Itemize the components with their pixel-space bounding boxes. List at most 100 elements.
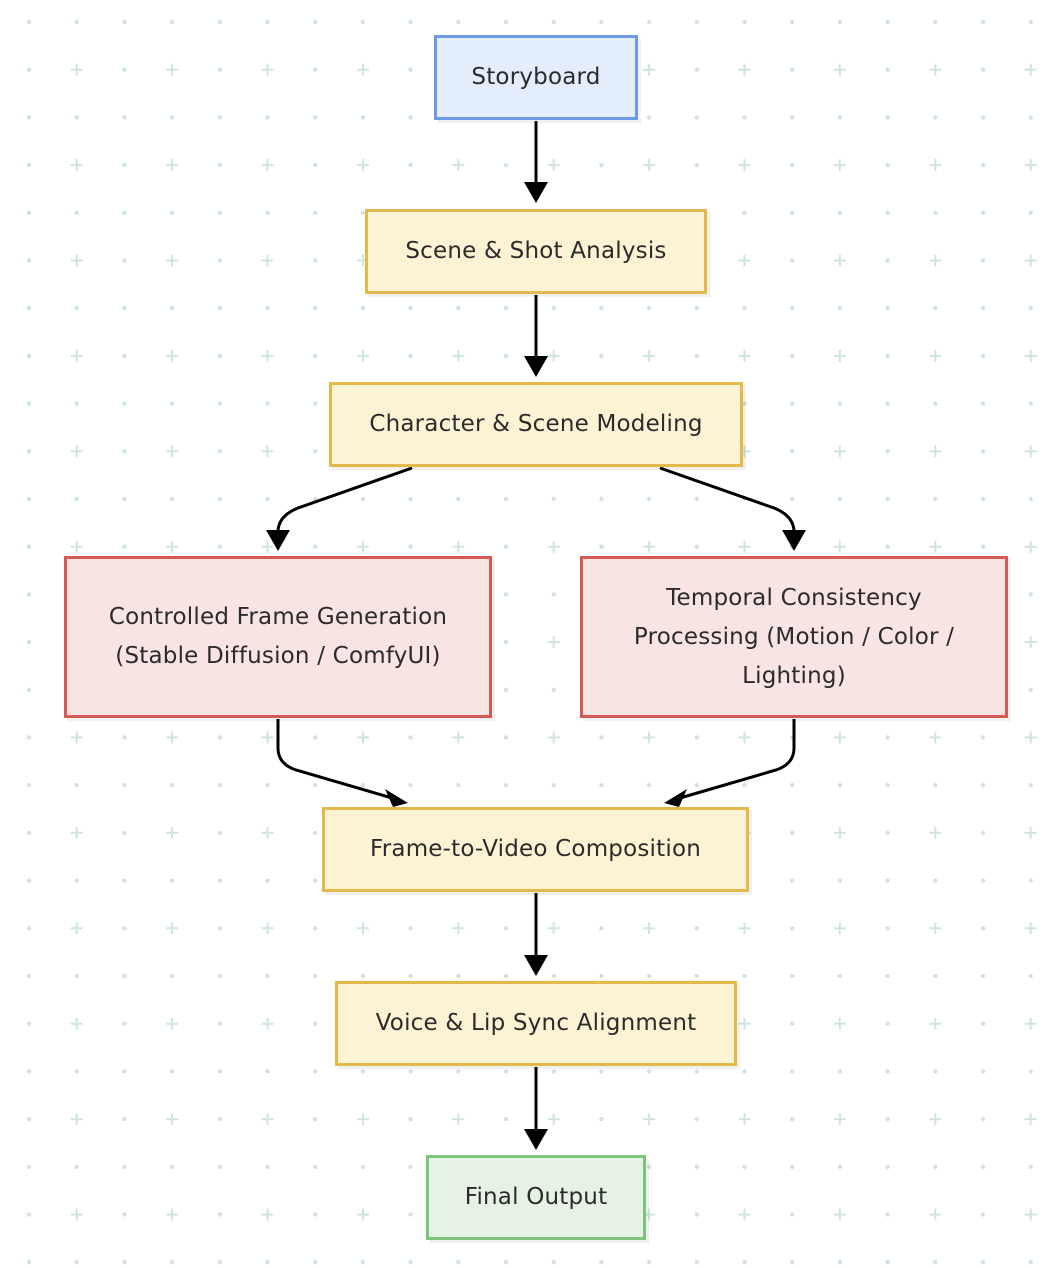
- grid-dot: [122, 449, 127, 454]
- grid-dot: [599, 306, 604, 311]
- grid-dot: [694, 1116, 699, 1122]
- grid-dot: [551, 306, 556, 311]
- node-temporal-consistency-processing[interactable]: Temporal Consistency Processing (Motion …: [580, 556, 1008, 718]
- grid-dot: [122, 1212, 127, 1217]
- grid-plus-mark: [1024, 254, 1037, 267]
- grid-plus-mark: [70, 540, 83, 553]
- grid-dot: [837, 1260, 843, 1265]
- grid-plus-mark: [1024, 826, 1037, 839]
- grid-dot: [599, 353, 604, 359]
- grid-dot: [837, 306, 843, 311]
- grid-plus-mark: [261, 1017, 274, 1030]
- grid-plus-mark: [166, 159, 179, 172]
- grid-dot: [217, 544, 222, 549]
- grid-dot: [169, 1260, 175, 1265]
- grid-dot: [169, 210, 175, 215]
- node-character-scene-modeling[interactable]: Character & Scene Modeling: [329, 382, 743, 467]
- grid-dot: [980, 735, 986, 740]
- node-storyboard[interactable]: Storyboard: [434, 35, 638, 120]
- grid-dot: [408, 496, 413, 502]
- grid-dot: [885, 258, 890, 263]
- grid-dot: [26, 210, 32, 215]
- grid-dot: [26, 496, 32, 502]
- grid-plus-mark: [738, 254, 751, 267]
- grid-dot: [599, 926, 604, 931]
- grid-dot: [551, 592, 556, 597]
- grid-dot: [122, 926, 127, 931]
- grid-dot: [169, 401, 175, 406]
- grid-dot: [1028, 973, 1033, 979]
- grid-dot: [885, 1164, 890, 1170]
- grid-dot: [599, 162, 604, 168]
- grid-plus-mark: [356, 540, 369, 553]
- grid-dot: [408, 1069, 413, 1074]
- grid-dot: [885, 115, 890, 120]
- grid-plus-mark: [833, 922, 846, 935]
- grid-dot: [503, 687, 509, 692]
- grid-dot: [408, 1260, 413, 1265]
- grid-dot: [217, 449, 222, 454]
- grid-plus-mark: [643, 540, 656, 553]
- grid-plus-mark: [166, 1208, 179, 1221]
- grid-dot: [646, 19, 652, 25]
- grid-dot: [408, 783, 413, 788]
- edge-temporal-to-frame: [679, 719, 796, 800]
- grid-dot: [26, 1260, 32, 1265]
- grid-dot: [217, 19, 222, 25]
- node-frame-to-video-composition[interactable]: Frame-to-Video Composition: [322, 807, 749, 892]
- grid-dot: [837, 210, 843, 215]
- grid-dot: [1028, 210, 1033, 215]
- grid-dot: [790, 1116, 795, 1122]
- grid-dot: [599, 1069, 604, 1074]
- grid-dot: [122, 830, 127, 836]
- grid-dot: [646, 115, 652, 120]
- grid-dot: [122, 1116, 127, 1122]
- grid-dot: [694, 1260, 699, 1265]
- grid-dot: [26, 1069, 32, 1074]
- grid-dot: [265, 401, 270, 406]
- node-label: Final Output: [464, 1184, 608, 1210]
- grid-dot: [837, 1069, 843, 1074]
- grid-dot: [122, 1069, 127, 1074]
- grid-dot: [360, 306, 366, 311]
- grid-plus-mark: [547, 159, 560, 172]
- arrow-head: [524, 955, 548, 976]
- grid-dot: [122, 1021, 127, 1026]
- grid-plus-mark: [929, 349, 942, 362]
- grid-dot: [169, 1069, 175, 1074]
- grid-plus-mark: [929, 922, 942, 935]
- arrow-head: [266, 530, 290, 551]
- node-final-output[interactable]: Final Output: [426, 1155, 646, 1240]
- grid-plus-mark: [261, 540, 274, 553]
- grid-dot: [551, 1069, 556, 1074]
- grid-dot: [790, 353, 795, 359]
- grid-dot: [885, 401, 890, 406]
- grid-plus-mark: [356, 922, 369, 935]
- grid-dot: [646, 306, 652, 311]
- grid-dot: [313, 878, 318, 883]
- grid-plus-mark: [833, 63, 846, 76]
- grid-dot: [551, 973, 556, 979]
- grid-dot: [26, 830, 32, 836]
- grid-dot: [1028, 878, 1033, 883]
- grid-dot: [790, 496, 795, 502]
- grid-dot: [885, 353, 890, 359]
- grid-dot: [122, 878, 127, 883]
- node-voice-lip-sync-alignment[interactable]: Voice & Lip Sync Alignment: [335, 981, 737, 1066]
- grid-dot: [408, 306, 413, 311]
- node-scene-shot-analysis[interactable]: Scene & Shot Analysis: [365, 209, 707, 294]
- grid-dot: [694, 1069, 699, 1074]
- grid-dot: [122, 162, 127, 168]
- grid-plus-mark: [833, 1208, 846, 1221]
- grid-dot: [503, 19, 509, 25]
- grid-dot: [74, 401, 79, 406]
- grid-dot: [790, 401, 795, 406]
- grid-dot: [26, 1164, 32, 1170]
- grid-plus-mark: [452, 159, 465, 172]
- grid-dot: [933, 210, 938, 215]
- grid-dot: [26, 926, 32, 931]
- grid-dot: [122, 67, 127, 72]
- grid-dot: [26, 973, 32, 979]
- grid-dot: [26, 449, 32, 454]
- node-controlled-frame-generation[interactable]: Controlled Frame Generation (Stable Diff…: [64, 556, 492, 718]
